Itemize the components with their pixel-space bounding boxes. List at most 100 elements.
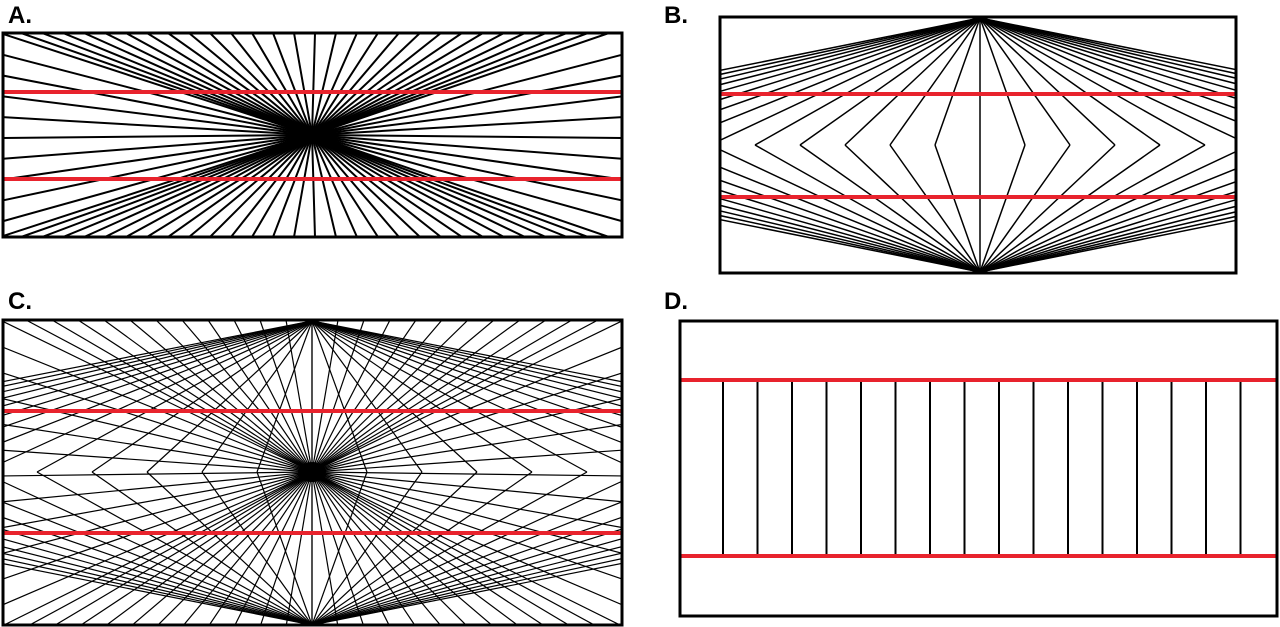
fan-line-top (311, 320, 622, 464)
fan-line-bottom (979, 144, 1071, 273)
fan-line-bottom (799, 144, 981, 273)
fan-line-bottom (3, 528, 313, 625)
burst-line (62, 134, 313, 237)
fan-line-top (979, 17, 1236, 92)
burst-line (311, 320, 599, 473)
burst-line (311, 33, 337, 136)
fan-line-bottom (3, 552, 313, 625)
panel-c (3, 320, 622, 625)
burst-center (300, 126, 324, 144)
burst-line (311, 471, 390, 625)
burst-line (125, 134, 313, 237)
burst-line (167, 134, 313, 237)
burst-line (125, 33, 313, 136)
fan-line-top (311, 320, 622, 429)
fan-line-bottom (720, 214, 981, 273)
fan-line-bottom (979, 198, 1236, 273)
burst-line (293, 134, 313, 237)
fan-line-bottom (311, 480, 622, 625)
fan-line-bottom (311, 528, 622, 625)
burst-line (155, 320, 313, 473)
burst-line (311, 320, 391, 473)
burst-line (311, 33, 379, 136)
fan-line-top (720, 17, 981, 111)
burst-line (233, 320, 313, 473)
fan-line-top (979, 17, 1236, 140)
fan-line-bottom (311, 552, 622, 625)
burst-line (311, 33, 484, 136)
fan-line-bottom (3, 538, 313, 625)
burst-line (188, 134, 313, 237)
burst-line (311, 134, 505, 237)
fan-line-top (979, 17, 1236, 123)
burst-line (311, 320, 521, 473)
fan-line-top (311, 320, 423, 473)
burst-line (3, 320, 313, 473)
burst-line (311, 449, 622, 473)
fan-line-top (720, 17, 981, 124)
fan-line-bottom (36, 471, 313, 625)
burst-line (3, 471, 313, 580)
panel-a (3, 33, 622, 237)
fan-line-bottom (311, 516, 622, 625)
burst-line (3, 74, 313, 136)
burst-line (3, 134, 313, 237)
burst-line (3, 134, 313, 202)
fan-line-bottom (979, 219, 1236, 273)
fan-line-bottom (844, 144, 981, 273)
fan-line-top (311, 320, 533, 473)
burst-line (311, 134, 610, 237)
burst-line (146, 33, 313, 136)
burst-line (79, 471, 313, 625)
burst-line (311, 320, 573, 473)
burst-line (251, 134, 313, 237)
burst-line (157, 471, 313, 625)
fan-line-bottom (3, 546, 313, 625)
burst-line (311, 471, 622, 554)
fan-line-top (720, 17, 981, 76)
fan-line-bottom (720, 148, 981, 273)
panel-d (680, 378, 1277, 558)
fan-line-bottom (720, 197, 981, 273)
burst-line (3, 134, 313, 160)
burst-line (3, 95, 313, 136)
fan-line-bottom (146, 471, 313, 625)
burst-line (311, 372, 622, 473)
burst-line (311, 471, 622, 606)
fan-line-bottom (979, 215, 1236, 273)
burst-line (311, 33, 358, 136)
burst-line (20, 33, 313, 136)
burst-line (311, 471, 622, 477)
fan-line-top (311, 320, 368, 473)
burst-line (105, 471, 313, 625)
fan-line-top (979, 17, 1236, 79)
burst-line (285, 471, 313, 625)
fan-line-bottom (720, 166, 981, 273)
fan-line-top (799, 17, 981, 146)
burst-line (311, 471, 622, 580)
fan-line-bottom (3, 562, 313, 625)
burst-line (209, 134, 313, 237)
burst-line (311, 134, 568, 237)
burst-line (62, 33, 313, 136)
fan-line-bottom (979, 180, 1236, 273)
fan-line-bottom (720, 204, 981, 273)
burst-line (3, 134, 313, 181)
fan-line-bottom (979, 144, 1206, 273)
burst-line (311, 320, 547, 473)
fan-line-top (720, 17, 981, 93)
burst-line (311, 134, 622, 160)
burst-line (104, 33, 313, 136)
fan-line-bottom (979, 205, 1236, 273)
burst-line (272, 33, 313, 136)
burst-line (146, 134, 313, 237)
burst-line (311, 320, 495, 473)
burst-line (293, 33, 313, 136)
burst-line (285, 320, 313, 473)
burst-line (311, 33, 526, 136)
fan-line-bottom (311, 471, 368, 625)
fan-line-top (3, 320, 313, 443)
burst-line (234, 471, 313, 625)
burst-line (25, 320, 313, 473)
